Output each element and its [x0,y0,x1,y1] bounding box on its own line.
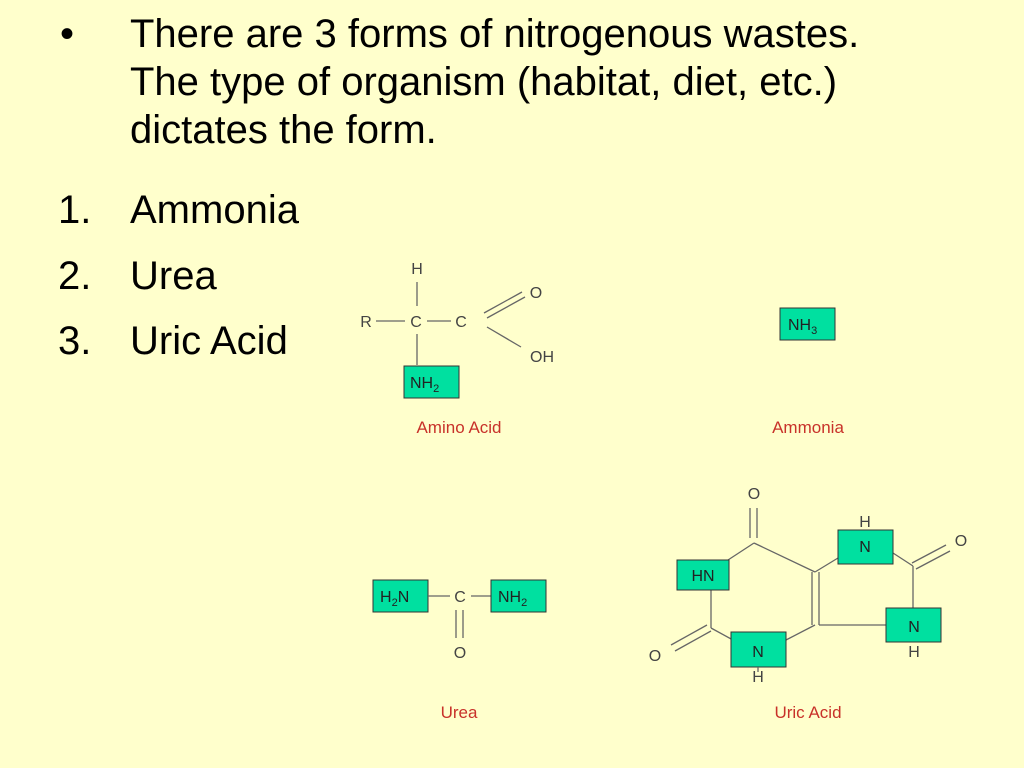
hn-box [676,559,730,591]
caption-uric-acid: Uric Acid [774,703,841,722]
intro-line-3: dictates the form. [130,108,437,152]
n-top-label: N [859,539,871,556]
n-top-box [837,529,894,565]
form-number: 1. [58,188,92,232]
atom-c2: C [455,314,467,331]
amino-acid-structure: H R C C O OH NH2 Amino Acid [360,261,554,437]
h2n-label: H2N [380,589,409,609]
bullet-marker: • [60,12,75,56]
atom-h-bottom: H [752,669,764,686]
atom-h-right: H [908,644,920,661]
nh2-box [490,579,547,613]
nh2-label: NH2 [498,589,527,609]
caption-urea: Urea [441,703,478,722]
form-label: Ammonia [130,188,299,232]
amine-group-label: NH2 [410,375,439,395]
atom-oh: OH [530,349,554,366]
intro-text: There are 3 forms of nitrogenous wastes.… [130,10,859,154]
form-number: 2. [58,254,92,298]
bond-hn-c [727,542,755,561]
n-right-box [885,607,942,643]
n-right-label: N [908,619,920,636]
form-number: 3. [58,319,92,363]
ammonia-label: NH3 [788,317,817,337]
caption-amino-acid: Amino Acid [416,418,501,437]
bond-c-o-2 [486,296,526,319]
bond-c-o-1 [483,291,523,314]
atom-o: O [454,645,466,662]
ammonia-box [779,307,836,341]
bond-o-left-2 [674,630,712,652]
bond-c5-n-top [814,557,839,573]
n-bottom-box [730,631,787,668]
amine-group-box [403,365,460,399]
atom-h-top: H [859,514,871,531]
ammonia-structure: NH3 Ammonia [772,307,844,437]
intro-line-2: The type of organism (habitat, diet, etc… [130,60,838,104]
bond-c-oh [486,326,522,348]
atom-c1: C [410,314,422,331]
bond-c2-n [710,627,734,641]
uric-acid-structure: O O O HN N H H N N [649,486,967,722]
atom-r: R [360,314,372,331]
atom-o-left: O [649,648,661,665]
atom-o-top: O [748,486,760,503]
bond-c-c5 [753,542,816,573]
bond-o-right-2 [915,550,951,570]
urea-structure: H2N C NH2 O Urea [372,579,547,722]
atom-c: C [454,589,466,606]
form-label: Urea [130,254,217,298]
n-bottom-label: N [752,644,764,661]
h2n-box [372,579,429,613]
bond-n-top-c8 [892,552,914,567]
atom-o-right: O [955,533,967,550]
atom-o: O [530,285,542,302]
intro-line-1: There are 3 forms of nitrogenous wastes. [130,12,860,56]
bond-o-left-1 [670,624,708,646]
form-label: Uric Acid [130,319,288,363]
caption-ammonia: Ammonia [772,418,844,437]
bond-o-right-1 [911,544,947,564]
hn-label: HN [691,568,714,585]
atom-h: H [411,261,423,278]
bond-n-c4 [785,624,816,641]
